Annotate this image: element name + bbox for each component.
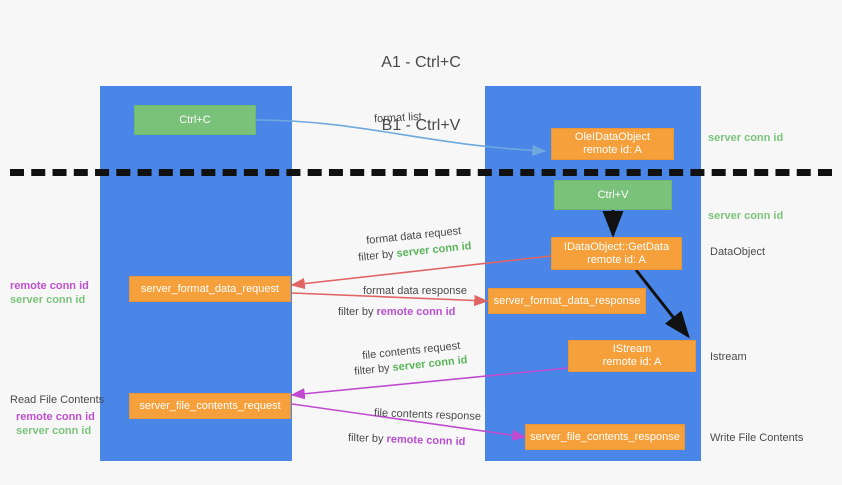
dashed-divider — [10, 169, 832, 176]
edge-label-file-contents-response: file contents response — [373, 407, 482, 423]
edge-label-format-data-response: format data response — [363, 285, 467, 297]
right-label-dataobject: DataObject — [710, 246, 766, 258]
filter-key-remote-conn-id: remote conn id — [386, 433, 466, 449]
left-label-read-file-contents-group: Read File Contents — [10, 393, 104, 407]
left-label-conn-ids-1: remote conn id server conn id — [10, 279, 89, 307]
box-ctrl-c[interactable]: Ctrl+C — [134, 105, 256, 135]
box-server-file-contents-response[interactable]: server_file_contents_response — [525, 424, 685, 450]
filter-prefix: filter by — [338, 306, 377, 318]
edge-label-format-data-response-filter: filter by remote conn id — [338, 305, 455, 319]
box-ole-idataobject[interactable]: OleIDataObject remote id: A — [551, 128, 674, 160]
left-remote-conn-id-1: remote conn id — [10, 280, 89, 292]
left-remote-conn-id-2: remote conn id — [16, 411, 95, 423]
left-server-conn-id-2: server conn id — [16, 425, 92, 437]
filter-key-remote-conn-id: remote conn id — [376, 306, 456, 318]
left-read-file-contents: Read File Contents — [10, 394, 105, 406]
edge-label-format-list: format list — [373, 110, 422, 126]
box-server-format-data-response[interactable]: server_format_data_response — [488, 288, 646, 314]
filter-prefix: filter by — [353, 361, 394, 378]
edge-label-file-contents-response-filter: filter by remote conn id — [348, 431, 466, 449]
title-line-1: A1 - Ctrl+C — [381, 54, 461, 71]
filter-prefix: filter by — [347, 431, 387, 446]
filter-prefix: filter by — [357, 247, 398, 264]
right-label-write-file-contents: Write File Contents — [710, 432, 804, 444]
box-server-format-data-request[interactable]: server_format_data_request — [129, 276, 291, 302]
right-label-server-conn-id-mid: server conn id — [708, 210, 784, 222]
box-idataobject-getdata[interactable]: IDataObject::GetData remote id: A — [551, 237, 682, 270]
right-label-server-conn-id-top: server conn id — [708, 132, 784, 144]
box-ctrl-v[interactable]: Ctrl+V — [554, 180, 672, 210]
box-server-file-contents-request[interactable]: server_file_contents_request — [129, 393, 291, 419]
left-server-conn-id-1: server conn id — [10, 294, 86, 306]
right-label-istream: Istream — [710, 351, 747, 363]
box-istream[interactable]: IStream remote id: A — [568, 340, 696, 372]
left-label-conn-ids-2: remote conn id server conn id — [16, 410, 95, 438]
